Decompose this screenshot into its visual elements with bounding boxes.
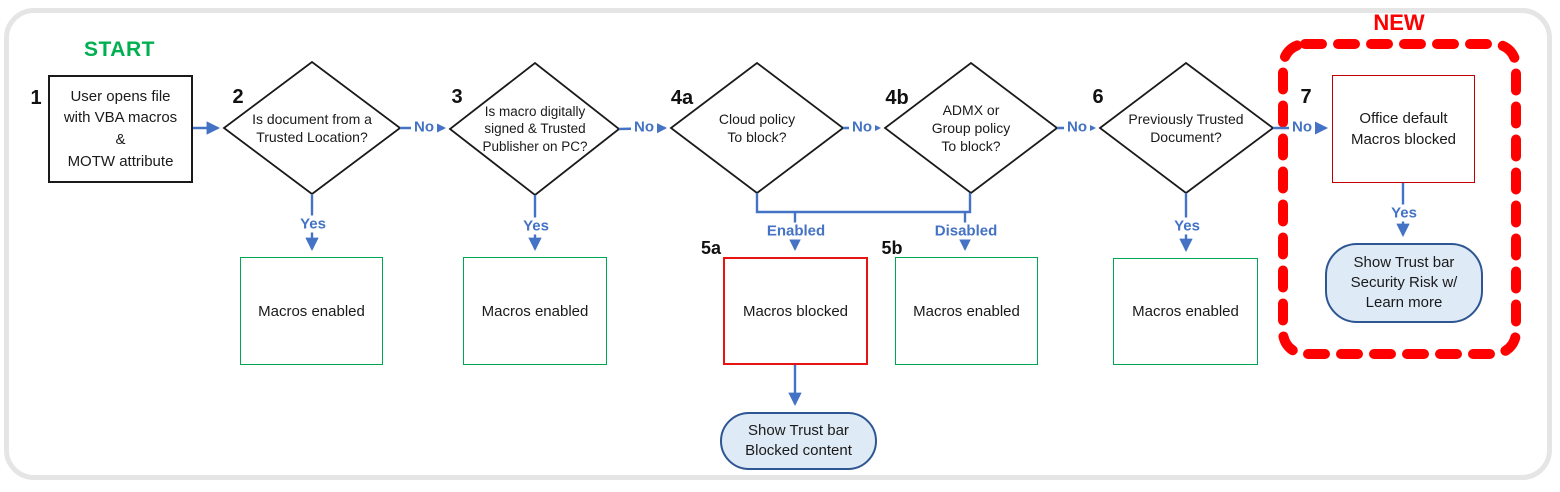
node-3-digitally-signed-question: Is macro digitally signed & Trusted Publ…: [482, 103, 588, 154]
step-number-1: 1: [30, 87, 42, 109]
new-label: NEW: [1373, 10, 1425, 35]
node-7-office-default-blocked: Office default Macros blocked: [1332, 75, 1475, 183]
step-number-7: 7: [1300, 86, 1312, 108]
edge-label-disabled: Disabled: [931, 222, 1001, 240]
edge-label-no-6-7: No: [1289, 118, 1315, 136]
edge-label-yes-6: Yes: [1171, 217, 1203, 235]
connector-4a-4b-bus: [755, 193, 972, 214]
edge-label-no-4b-6: No: [1064, 118, 1090, 136]
step-number-6: 6: [1092, 86, 1104, 108]
edge-label-yes-7: Yes: [1388, 204, 1420, 222]
step-number-5b: 5b: [881, 238, 903, 258]
trustbar-blocked-content: Show Trust bar Blocked content: [720, 412, 877, 470]
step-number-2: 2: [232, 86, 244, 108]
result-3-macros-enabled: Macros enabled: [463, 257, 607, 365]
trustbar-security-risk: Show Trust bar Security Risk w/ Learn mo…: [1325, 243, 1483, 323]
step-number-4b: 4b: [885, 87, 909, 109]
step-number-4a: 4a: [670, 87, 694, 109]
edge-label-enabled: Enabled: [763, 222, 829, 240]
node-2-trusted-location-question: Is document from a Trusted Location?: [252, 110, 372, 145]
result-5b-macros-enabled: Macros enabled: [895, 257, 1038, 365]
node-6-previously-trusted-question: Previously Trusted Document?: [1128, 110, 1244, 145]
node-4b-admx-policy-question: ADMX or Group policy To block?: [931, 101, 1011, 155]
edge-label-yes-2: Yes: [297, 215, 329, 233]
outer-rounded-frame: [4, 8, 1552, 480]
step-number-5a: 5a: [700, 238, 722, 258]
result-5a-macros-blocked: Macros blocked: [723, 257, 868, 365]
edge-label-yes-3: Yes: [520, 217, 552, 235]
edge-label-no-4a-4b: No: [849, 118, 875, 136]
result-2-macros-enabled: Macros enabled: [240, 257, 383, 365]
node-1-user-opens-file: User opens file with VBA macros & MOTW a…: [48, 75, 193, 183]
start-label: START: [84, 38, 155, 61]
node-4a-cloud-policy-question: Cloud policy To block?: [718, 110, 796, 145]
edge-label-no-3-4a: No: [631, 118, 657, 136]
step-number-3: 3: [451, 86, 463, 108]
new-highlight-dashed-border: [1278, 39, 1521, 359]
result-6-macros-enabled: Macros enabled: [1113, 258, 1258, 365]
edge-label-no-2-3: No: [411, 118, 437, 136]
